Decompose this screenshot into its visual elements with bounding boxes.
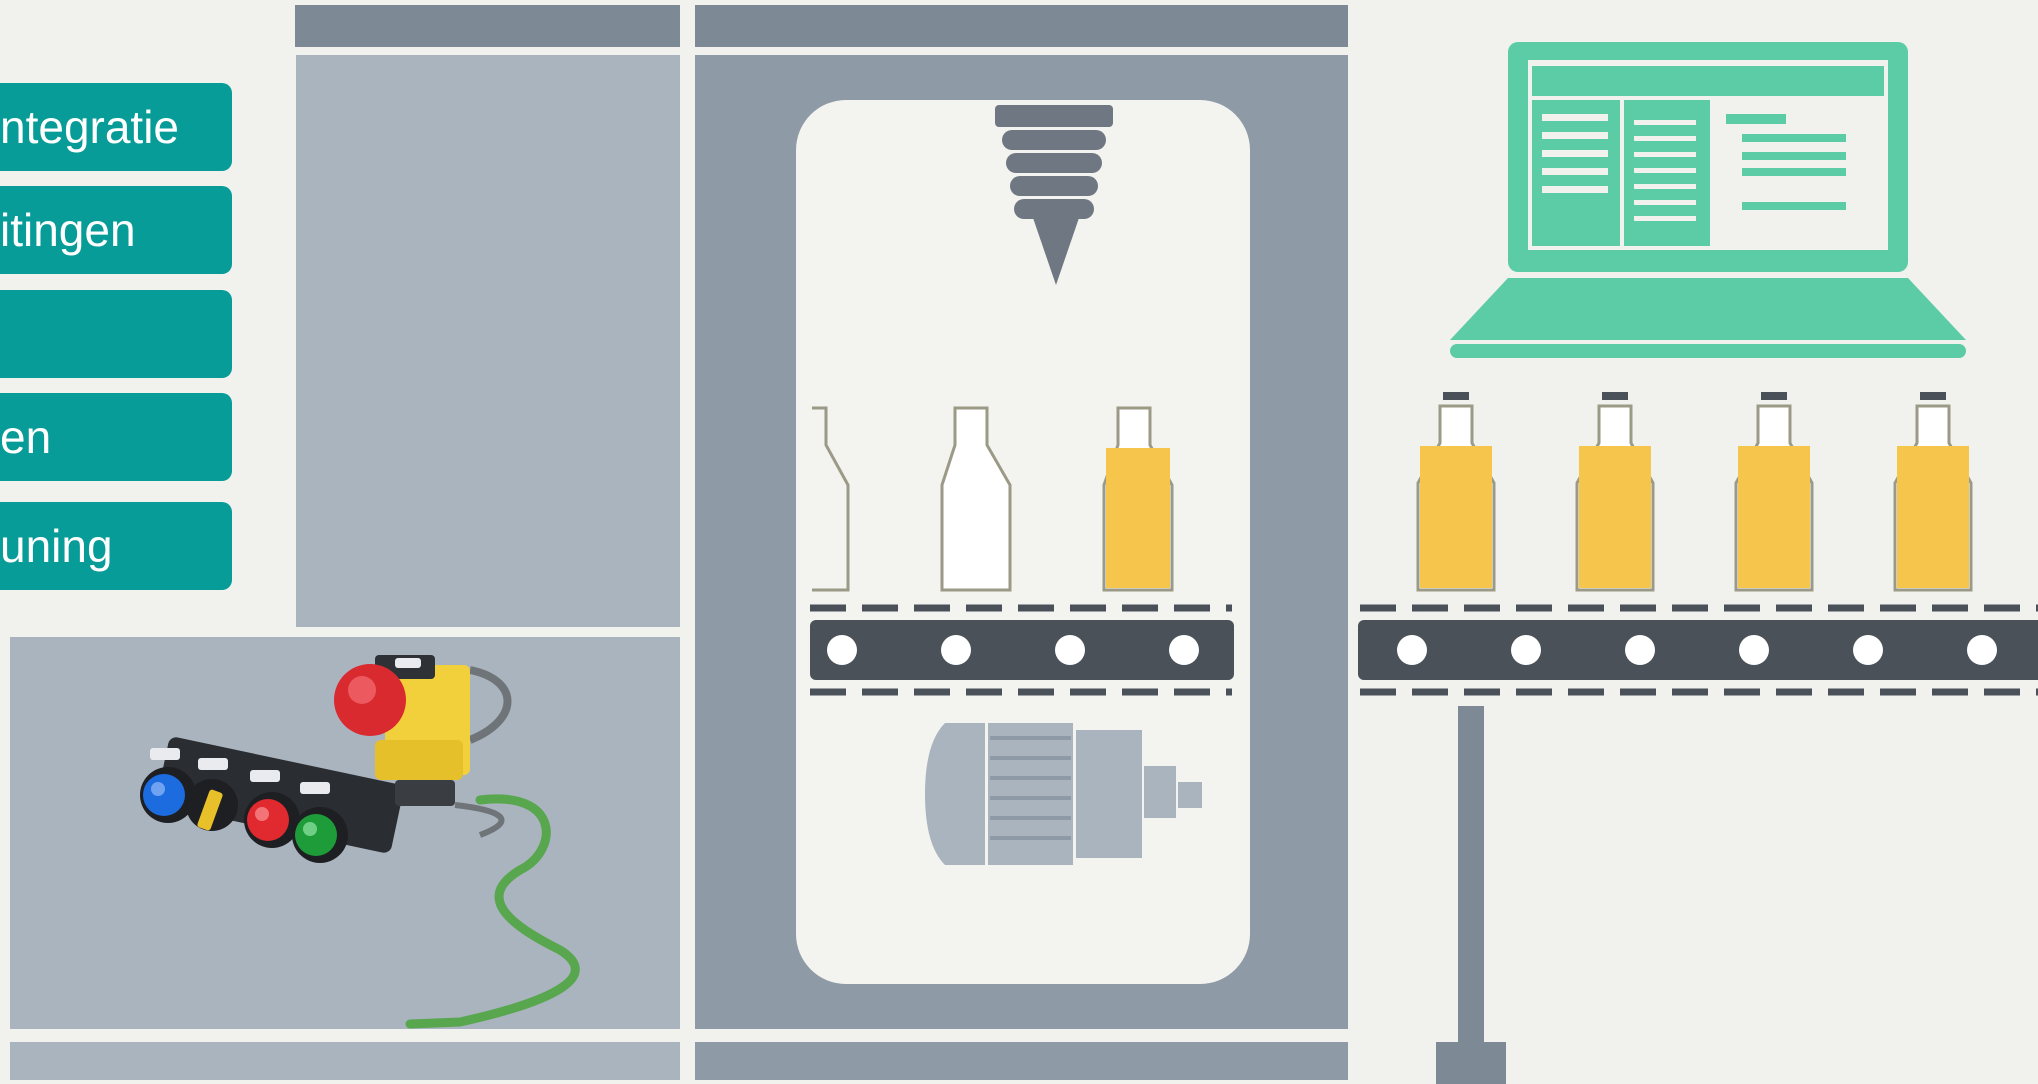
bottom-bar-right: [695, 1042, 1348, 1080]
bottle-icon: [1577, 392, 1653, 590]
menu-item-4[interactable]: en: [0, 393, 232, 481]
menu-item-label: en: [0, 411, 51, 463]
laptop-icon: [1450, 42, 1966, 358]
top-bar-right: [695, 5, 1348, 47]
menu-item-label: itingen: [0, 204, 136, 256]
bottle-icon: [1895, 392, 1971, 590]
menu-item-3[interactable]: [0, 290, 232, 378]
menu-item-label: uning: [0, 520, 113, 572]
menu-item-label: ntegratie: [0, 101, 179, 153]
menu-item-integratie[interactable]: ntegratie: [0, 83, 232, 171]
upper-left-panel: [296, 55, 680, 627]
bottle-icon: [1418, 392, 1494, 590]
menu-item-aansluitingen[interactable]: itingen: [0, 186, 232, 274]
machine-conveyor: [810, 608, 1234, 692]
menu-item-5[interactable]: uning: [0, 502, 232, 590]
bottle-icon: [1736, 392, 1812, 590]
bottom-bar-left: [10, 1042, 680, 1080]
outside-conveyor: [1358, 608, 2038, 1084]
top-bar-left: [295, 5, 680, 47]
conveyor-support: [1458, 706, 1484, 1046]
conveyor-foot: [1436, 1042, 1506, 1084]
